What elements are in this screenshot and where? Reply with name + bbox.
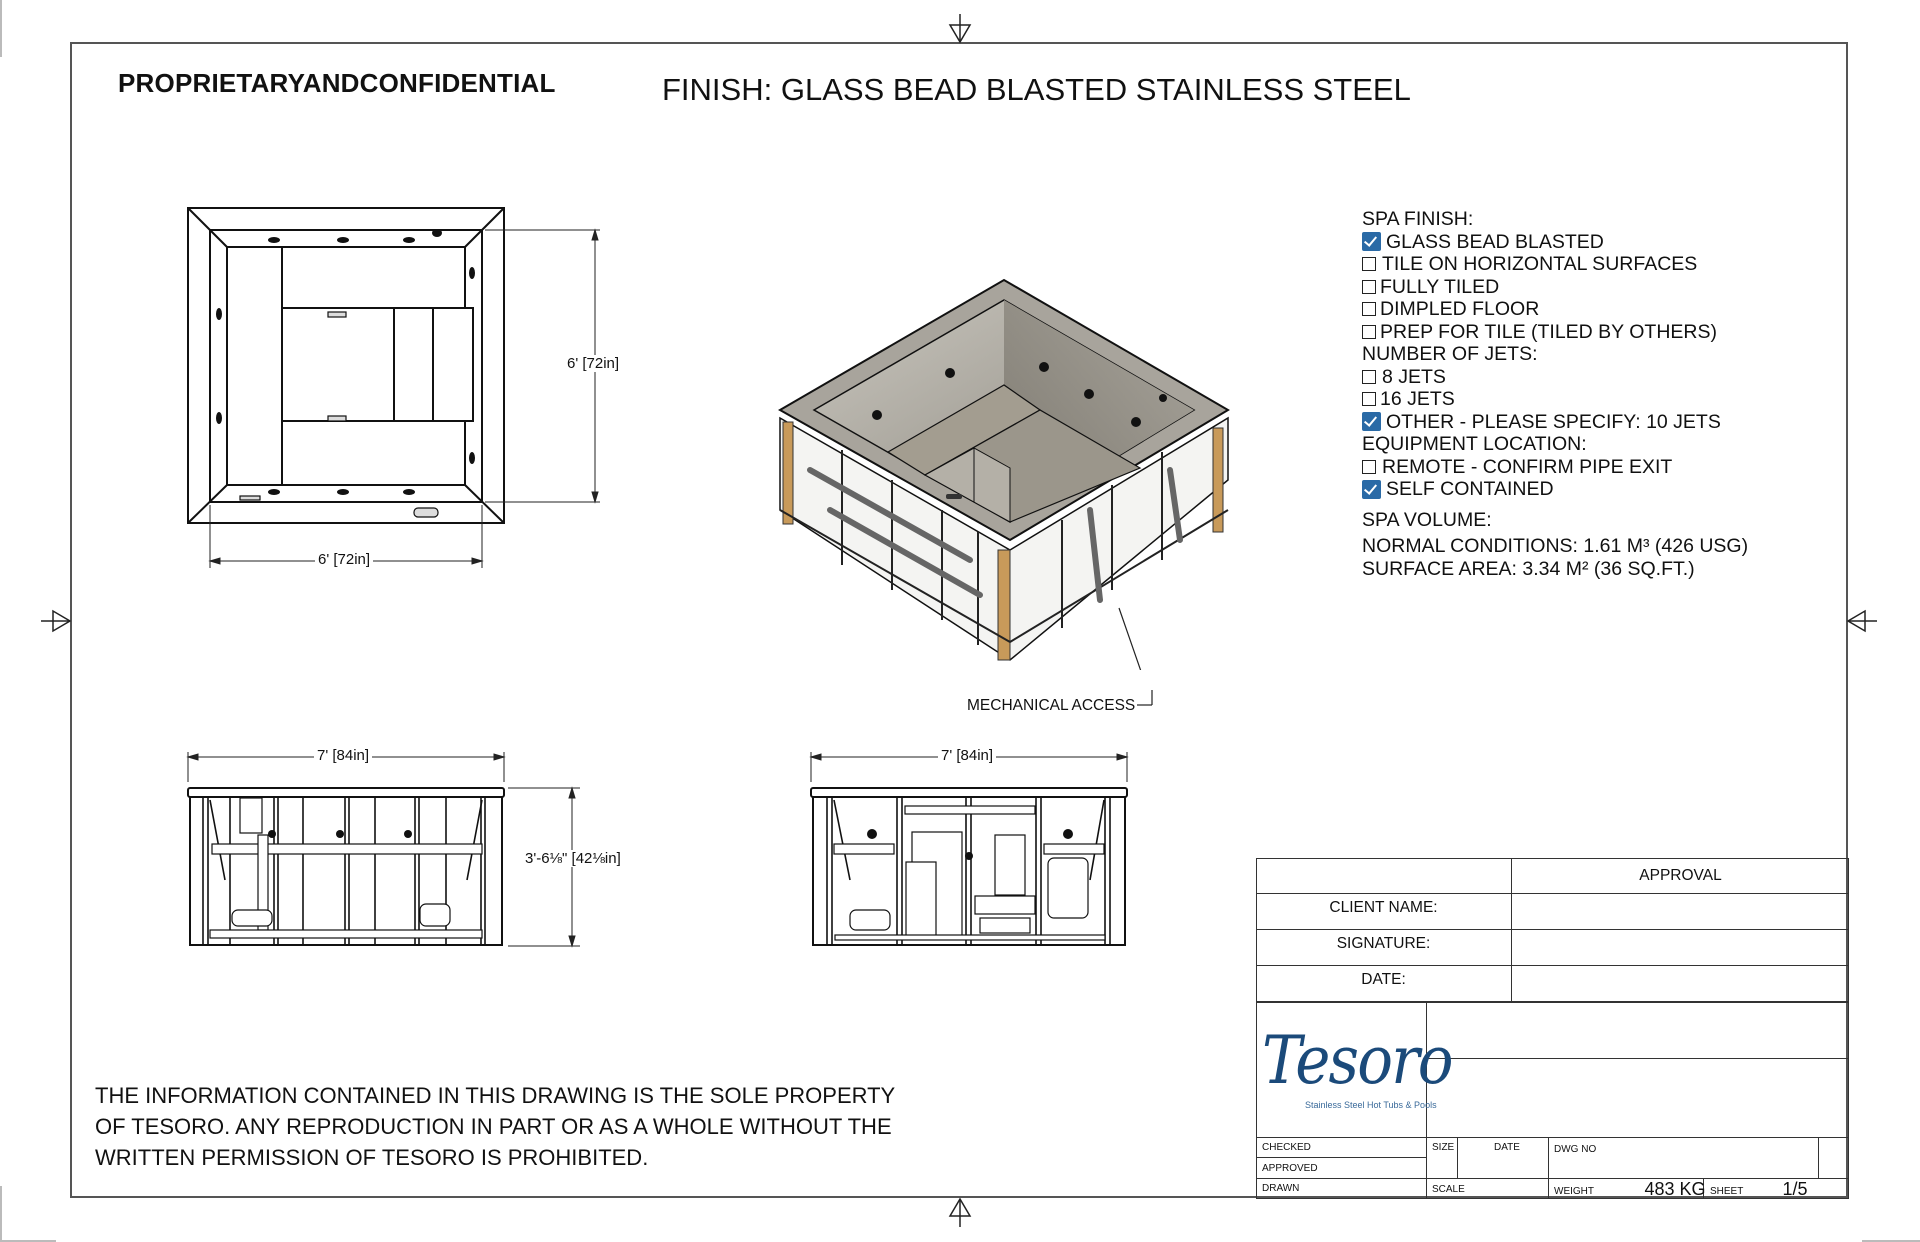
top-view-width-dimension: 6' [72in] xyxy=(315,551,374,568)
checkbox-icon[interactable] xyxy=(1362,392,1376,407)
checkbox-icon[interactable] xyxy=(1362,257,1376,272)
disclaimer-line-3: WRITTEN PERMISSION OF TESORO IS PROHIBIT… xyxy=(95,1145,649,1170)
sheet-value: 1/5 xyxy=(1782,1178,1808,1199)
signature-label: SIGNATURE: xyxy=(1336,935,1431,952)
finish-option-fully-tiled[interactable]: FULLY TILED xyxy=(1362,276,1748,299)
checkbox-icon[interactable] xyxy=(1362,302,1376,317)
option-label: REMOTE - CONFIRM PIPE EXIT xyxy=(1382,455,1673,478)
checkbox-checked-icon[interactable] xyxy=(1362,479,1381,499)
approval-divider xyxy=(1511,858,1512,1002)
jets-heading: NUMBER OF JETS: xyxy=(1362,343,1538,365)
date-field[interactable] xyxy=(1512,966,1849,1001)
checked-label: CHECKED xyxy=(1262,1142,1311,1153)
option-label: SELF CONTAINED xyxy=(1386,478,1554,500)
volume-heading: SPA VOLUME: xyxy=(1362,508,1492,531)
jets-option-16[interactable]: 16 JETS xyxy=(1362,388,1748,411)
finish-title: FINISH: GLASS BEAD BLASTED STAINLESS STE… xyxy=(662,72,1411,107)
finish-option-dimpled-floor[interactable]: DIMPLED FLOOR xyxy=(1362,298,1748,321)
signature-field[interactable] xyxy=(1512,930,1849,965)
tesoro-logo: Tesoro xyxy=(1262,1022,1454,1099)
option-label: 8 JETS xyxy=(1382,365,1446,388)
checkbox-icon[interactable] xyxy=(1362,459,1376,474)
side-view-width-dimension: 7' [84in] xyxy=(314,747,373,764)
tb-divider xyxy=(1457,1137,1458,1178)
drawing-frame xyxy=(70,42,1848,1198)
approval-row-line xyxy=(1256,929,1849,930)
date-label: DATE: xyxy=(1361,971,1406,988)
equipment-heading: EQUIPMENT LOCATION: xyxy=(1362,433,1587,455)
approved-label: APPROVED xyxy=(1262,1162,1318,1174)
client-name-label: CLIENT NAME: xyxy=(1329,899,1438,916)
corner-mark-bottom-left-h xyxy=(0,1240,56,1242)
front-view-drawing xyxy=(809,752,1129,946)
option-label: TILE ON HORIZONTAL SURFACES xyxy=(1382,253,1698,275)
drawn-label: DRAWN xyxy=(1262,1182,1300,1194)
jets-option-8[interactable]: 8 JETS xyxy=(1362,366,1748,389)
disclaimer-line-1: THE INFORMATION CONTAINED IN THIS DRAWIN… xyxy=(95,1083,896,1108)
tb-divider xyxy=(1703,1178,1704,1199)
tb-line xyxy=(1256,1137,1849,1138)
tb-line xyxy=(1256,1157,1426,1158)
top-view-drawing xyxy=(187,207,600,568)
tb-line xyxy=(1256,1178,1849,1179)
option-label: DIMPLED FLOOR xyxy=(1380,298,1540,320)
option-label: GLASS BEAD BLASTED xyxy=(1386,230,1604,253)
weight-value: 483 KG xyxy=(1644,1178,1706,1199)
spa-finish-heading: SPA FINISH: xyxy=(1362,208,1474,230)
jets-option-other[interactable]: OTHER - PLEASE SPECIFY: 10 JETS xyxy=(1362,411,1748,434)
weight-label: WEIGHT xyxy=(1554,1185,1594,1197)
side-view-height-dimension: 3'-6⅛" [42⅛in] xyxy=(522,850,624,867)
isometric-view-drawing xyxy=(777,278,1230,670)
tb-line xyxy=(1426,1058,1849,1059)
approval-row-line xyxy=(1256,893,1849,894)
checkbox-icon[interactable] xyxy=(1362,369,1376,384)
checkbox-checked-icon[interactable] xyxy=(1362,412,1381,432)
option-label: FULLY TILED xyxy=(1380,275,1500,298)
dwg-no-label: DWG NO xyxy=(1554,1144,1597,1155)
equipment-option-self-contained[interactable]: SELF CONTAINED xyxy=(1362,478,1748,501)
option-label: PREP FOR TILE (TILED BY OTHERS) xyxy=(1380,320,1717,343)
side-view-drawing xyxy=(186,752,580,948)
sheet-label: SHEET xyxy=(1710,1185,1744,1197)
top-view-depth-dimension: 6' [72in] xyxy=(564,355,623,372)
surface-area: SURFACE AREA: 3.34 M² (36 SQ.FT.) xyxy=(1362,557,1695,580)
approval-heading: APPROVAL xyxy=(1639,867,1722,884)
tb-divider xyxy=(1548,1137,1549,1199)
normal-conditions: NORMAL CONDITIONS: 1.61 M³ (426 USG) xyxy=(1362,535,1749,557)
disclaimer-line-2: OF TESORO. ANY REPRODUCTION IN PART OR A… xyxy=(95,1114,892,1139)
size-label: SIZE xyxy=(1432,1142,1455,1153)
checkbox-checked-icon[interactable] xyxy=(1362,232,1381,252)
tb-divider xyxy=(1426,1002,1427,1199)
corner-mark-top-left xyxy=(0,0,2,57)
corner-mark-bottom-left xyxy=(0,1186,2,1242)
finish-option-prep-for-tile[interactable]: PREP FOR TILE (TILED BY OTHERS) xyxy=(1362,321,1748,344)
checkbox-icon[interactable] xyxy=(1362,279,1376,294)
corner-mark-bottom-right-h xyxy=(1862,1240,1920,1242)
date-header: DATE xyxy=(1494,1142,1520,1153)
tb-divider xyxy=(1818,1137,1819,1178)
scale-label: SCALE xyxy=(1432,1183,1465,1195)
finish-option-tile-horizontal[interactable]: TILE ON HORIZONTAL SURFACES xyxy=(1362,253,1748,276)
mechanical-access-callout: MECHANICAL ACCESS xyxy=(967,697,1136,714)
tesoro-tagline: Stainless Steel Hot Tubs & Pools xyxy=(1305,1100,1437,1110)
disclaimer: THE INFORMATION CONTAINED IN THIS DRAWIN… xyxy=(95,1080,895,1173)
front-view-width-dimension: 7' [84in] xyxy=(938,747,997,764)
client-name-field[interactable] xyxy=(1512,894,1849,929)
title-block xyxy=(1256,1002,1849,1199)
approval-table xyxy=(1256,858,1849,1002)
spec-checklist: SPA FINISH: GLASS BEAD BLASTED TILE ON H… xyxy=(1362,208,1748,580)
confidential-label: PROPRIETARYANDCONFIDENTIAL xyxy=(118,68,556,98)
equipment-option-remote[interactable]: REMOTE - CONFIRM PIPE EXIT xyxy=(1362,456,1748,479)
checkbox-icon[interactable] xyxy=(1362,324,1376,339)
option-label: 16 JETS xyxy=(1380,388,1455,410)
finish-option-glass-bead[interactable]: GLASS BEAD BLASTED xyxy=(1362,231,1748,254)
callout-leader-end xyxy=(1137,690,1153,706)
approval-row-line xyxy=(1256,965,1849,966)
option-label: OTHER - PLEASE SPECIFY: 10 JETS xyxy=(1386,410,1721,433)
